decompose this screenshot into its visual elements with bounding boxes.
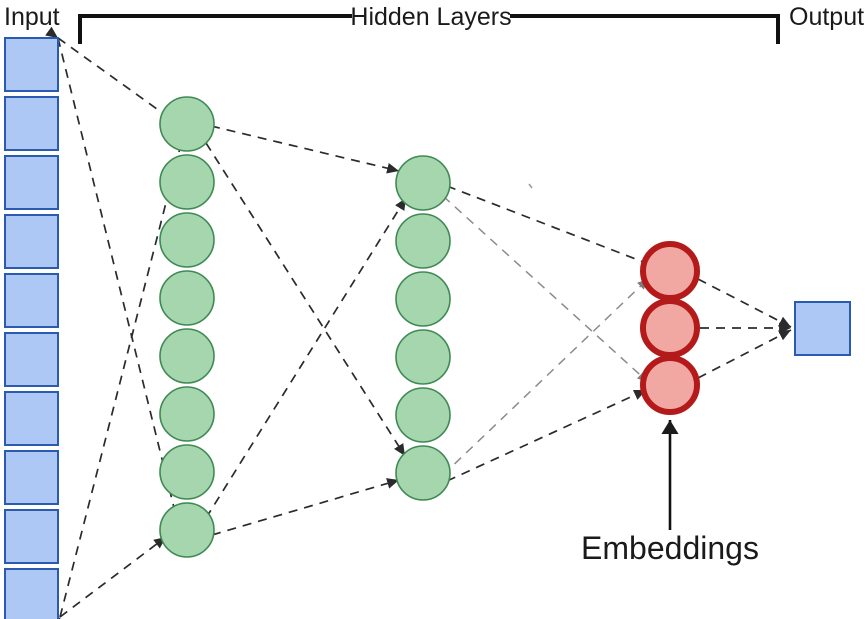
edge-h2-bottom-to-emb-top [442,278,649,476]
hidden-layer-2-node-3[interactable] [395,271,451,327]
hidden-layer-2-node-4[interactable] [395,329,451,385]
edge-h2-bottom-to-emb-bottom [433,389,647,491]
hidden-layers-label: Hidden Layers [350,3,511,31]
embedding-layer-node-2[interactable] [640,298,700,358]
stray-tick-mark [528,183,533,189]
bracket-right-segment [510,14,780,44]
edge-input-top-to-h1-bottom [57,37,181,525]
input-layer-node-6[interactable] [4,332,59,387]
input-layer-node-1[interactable] [4,37,59,92]
input-layer-node-2[interactable] [4,96,59,151]
input-layer-node-3[interactable] [4,155,59,210]
edge-h1-top-to-h2-top [198,117,400,174]
hidden-layer-1-node-2[interactable] [159,154,215,210]
hidden-layer-2-node-6[interactable] [395,445,451,501]
input-layer-node-9[interactable] [4,509,59,564]
hidden-layer-1-node-8[interactable] [159,502,215,558]
edge-input-bottom-to-h1-bottom [59,536,167,618]
edge-input-bottom-to-h1-top [51,147,181,619]
output-layer [794,301,851,356]
input-layer-node-4[interactable] [4,214,59,269]
input-label: Input [4,3,60,31]
embedding-layer-node-3[interactable] [640,355,700,415]
edge-h2-top-to-emb-top [433,176,647,264]
input-layer-node-8[interactable] [4,450,59,505]
edge-h2-top-to-emb-bottom [442,195,649,383]
edge-input-top-to-h1-top [45,26,165,115]
hidden-layer-1-node-1[interactable] [159,96,215,152]
edge-emb-top-to-output [697,278,792,328]
connection-edges [45,26,792,619]
embedding-layer [640,241,700,415]
edge-h1-bottom-to-h2-top [205,197,407,519]
edge-h1-top-to-h2-bottom [205,142,406,457]
hidden-layer-2 [395,155,451,501]
hidden-layer-2-node-2[interactable] [395,213,451,269]
input-layer-node-5[interactable] [4,273,59,328]
embeddings-label: Embeddings [581,530,759,566]
hidden-layer-1-node-5[interactable] [159,328,215,384]
input-layer-node-10[interactable] [4,568,59,619]
input-layer-node-7[interactable] [4,391,59,446]
edge-h1-bottom-to-h2-bottom [199,478,400,544]
input-layer [4,37,59,619]
embedding-layer-node-1[interactable] [640,241,700,301]
output-layer-node-1[interactable] [794,301,851,356]
hidden-layer-1-node-6[interactable] [159,386,215,442]
bracket-left-segment [78,14,352,44]
hidden-layer-2-node-5[interactable] [395,387,451,443]
hidden-layer-1-node-4[interactable] [159,270,215,326]
hidden-layer-2-node-1[interactable] [395,155,451,211]
edge-emb-bottom-to-output [697,329,792,379]
hidden-layer-1 [159,96,215,558]
hidden-layer-1-node-3[interactable] [159,212,215,268]
output-label: Output [789,3,864,31]
hidden-layers-bracket [78,14,780,44]
hidden-layer-1-node-7[interactable] [159,444,215,500]
